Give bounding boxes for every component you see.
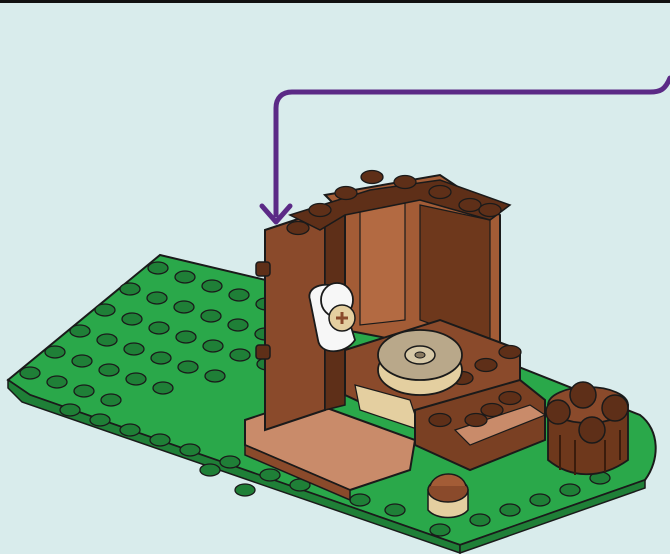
plate-stud	[45, 346, 65, 358]
plate-stud	[149, 322, 169, 334]
plate-stud	[147, 292, 167, 304]
plate-stud	[153, 382, 173, 394]
plate-stud	[229, 289, 249, 301]
brick-stud	[361, 171, 383, 184]
plate-stud	[202, 280, 222, 292]
plate-stud	[178, 361, 198, 373]
plate-stud	[47, 376, 67, 388]
plate-stud	[530, 494, 550, 506]
plate-stud	[74, 385, 94, 397]
plate-stud	[235, 484, 255, 496]
plate-stud	[151, 352, 171, 364]
toilet-seat-icon	[378, 330, 462, 395]
brick-stud	[465, 414, 487, 427]
plate-stud	[228, 319, 248, 331]
brick-stud	[287, 222, 309, 235]
plate-stud	[120, 424, 140, 436]
brick-stud	[499, 346, 521, 359]
plate-stud	[122, 313, 142, 325]
plate-stud	[148, 262, 168, 274]
brick-stud	[499, 392, 521, 405]
brick-stud	[459, 199, 481, 212]
plate-stud	[70, 325, 90, 337]
plate-stud	[175, 271, 195, 283]
plate-stud	[205, 370, 225, 382]
brick-stud	[429, 414, 451, 427]
brick-stud	[481, 404, 503, 417]
plate-stud	[60, 404, 80, 416]
plate-stud	[260, 469, 280, 481]
plate-stud	[430, 524, 450, 536]
plate-stud	[200, 464, 220, 476]
brick-stud	[394, 176, 416, 189]
brick-stud	[479, 204, 501, 217]
plate-stud	[101, 394, 121, 406]
plate-stud	[20, 367, 40, 379]
plate-stud	[174, 301, 194, 313]
plate-stud	[176, 331, 196, 343]
plate-stud	[560, 484, 580, 496]
plate-stud	[385, 504, 405, 516]
plate-stud	[180, 444, 200, 456]
tree-stump-icon	[546, 382, 628, 475]
plate-stud	[124, 343, 144, 355]
plate-stud	[95, 304, 115, 316]
plate-stud	[97, 334, 117, 346]
plate-stud	[201, 310, 221, 322]
brick-stud	[335, 187, 357, 200]
plate-stud	[500, 504, 520, 516]
plate-stud	[99, 364, 119, 376]
plate-stud	[203, 340, 223, 352]
plate-stud	[220, 456, 240, 468]
plate-stud	[126, 373, 146, 385]
plate-stud	[470, 514, 490, 526]
plate-stud	[72, 355, 92, 367]
brick-stud	[475, 359, 497, 372]
plate-stud	[350, 494, 370, 506]
brick-stud	[309, 204, 331, 217]
plate-stud	[230, 349, 250, 361]
round-brick-icon	[428, 474, 468, 518]
brick-stud	[429, 186, 451, 199]
plate-stud	[90, 414, 110, 426]
plate-stud	[120, 283, 140, 295]
plate-stud	[150, 434, 170, 446]
